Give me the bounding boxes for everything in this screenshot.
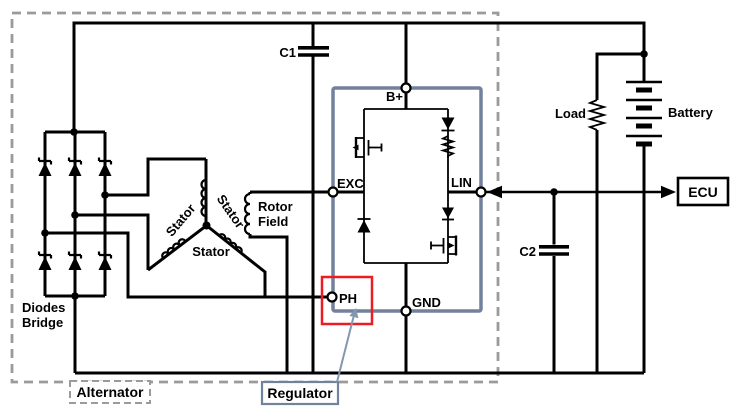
diodes-bridge [37, 157, 113, 270]
callout-line [336, 316, 355, 383]
stator-label-left: Stator [163, 201, 199, 239]
load-label: Load [555, 106, 586, 121]
regulator-diode-left-icon [357, 218, 371, 233]
stator-coil-top-icon [200, 178, 207, 218]
regulator-label-box [260, 380, 340, 406]
c2-plates-icon [539, 245, 569, 256]
mosfet-high-side [352, 137, 383, 158]
ecu-box [676, 176, 730, 207]
stator-label-right: Stator [214, 192, 248, 231]
stator-coil-left [161, 238, 186, 259]
alternator-tag: Alternator [69, 380, 151, 404]
lin-arrowhead-left-icon [487, 185, 502, 199]
battery-short-plates-icon [636, 87, 652, 147]
exc-pin-label: EXC [337, 176, 364, 191]
alternator-label-box [69, 380, 151, 404]
lin-pin-label: LIN [451, 175, 472, 190]
terminal-bplus [400, 82, 412, 94]
callout-arrowhead-icon [349, 308, 359, 319]
alternator-enclosure-border [10, 11, 500, 384]
rotor-field-coil [243, 192, 251, 236]
c1-label: C1 [279, 45, 296, 60]
regulator-label: Regulator [267, 385, 333, 401]
battery-label: Battery [668, 105, 714, 120]
rotor-field-label-line1: Rotor [258, 199, 293, 214]
terminal-ph [326, 291, 338, 303]
stator-coil-top [200, 178, 207, 218]
regulator-diode-lower-icon [442, 207, 454, 221]
regulator-resistor-icon [439, 135, 457, 158]
ecu-block: ECU [676, 176, 730, 207]
power-wires [43, 21, 676, 375]
phase-tap-top [105, 157, 206, 197]
terminal-exc [327, 186, 339, 198]
alternator-label: Alternator [77, 384, 144, 400]
c1-plates-icon [298, 46, 329, 57]
regulator-diode-top-icon [441, 117, 455, 132]
bplus-bus-wire [72, 21, 646, 132]
battery-symbol [626, 80, 662, 147]
junction-dots [41, 50, 648, 300]
terminal-gnd [400, 305, 412, 317]
terminal-lin [475, 186, 487, 198]
phase-tap-ph-wire [45, 231, 328, 299]
regulator-tag: Regulator [260, 380, 340, 406]
rotor-coil-icon [243, 192, 251, 236]
ph-highlight-box [320, 275, 374, 326]
regulator-branch-wires [363, 108, 449, 264]
ph-pin-label: PH [339, 291, 357, 306]
stator-label-bottom: Stator [192, 244, 230, 259]
rotor-field-label-line2: Field [258, 214, 288, 229]
lin-arrowhead-right-icon [661, 185, 676, 199]
c2-label: C2 [519, 244, 536, 259]
bridge-diode-icon [37, 157, 113, 176]
bplus-pin-label: B+ [386, 89, 403, 104]
gnd-pin-label: GND [412, 295, 441, 310]
load-resistor-icon [586, 99, 608, 131]
capacitor-c2 [539, 245, 569, 256]
load-branch-wire [595, 52, 644, 373]
diodes-bridge-label-line1: Diodes [22, 300, 65, 315]
diodes-bridge-label-line2: Bridge [22, 315, 63, 330]
regulator-internals [352, 108, 477, 264]
phase-tap-middle [75, 213, 150, 270]
bridge-diode-icon [37, 251, 113, 270]
mosfet-low-side [430, 235, 458, 256]
stator-diagonal-chords [147, 223, 267, 297]
regulator-terminals [326, 82, 487, 317]
battery-long-plates-icon [626, 80, 662, 138]
regulator-callout-arrow [336, 308, 359, 383]
ecu-label: ECU [688, 184, 718, 200]
capacitor-c1 [298, 46, 329, 57]
